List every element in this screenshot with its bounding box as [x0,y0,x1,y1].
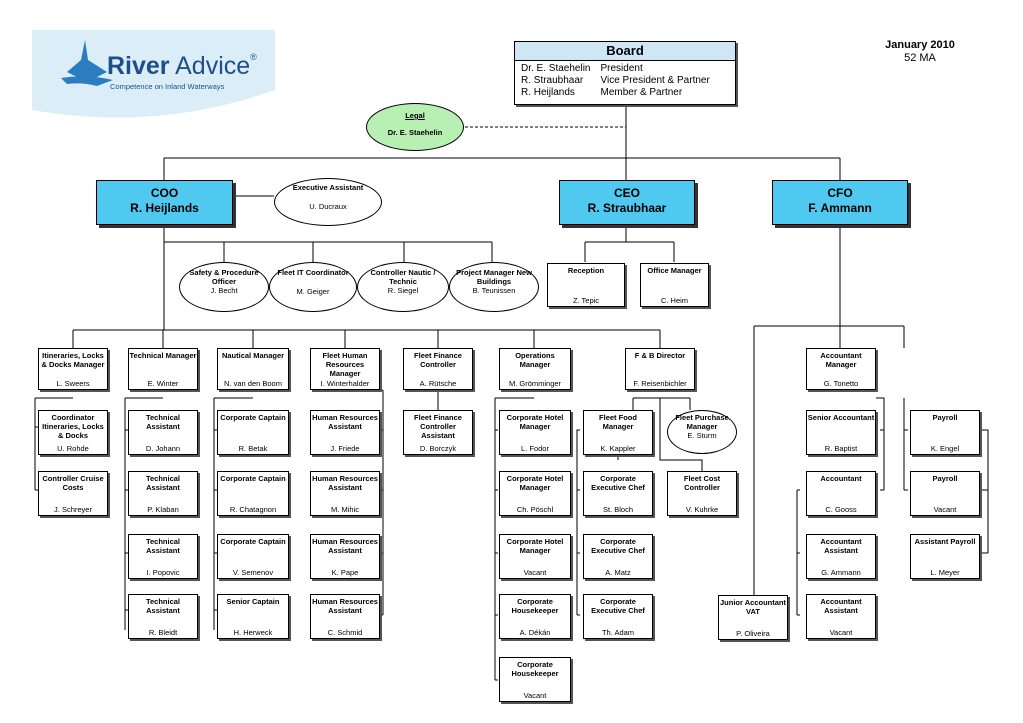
date-label: January 2010 52 MA [885,39,955,64]
river-advice-logo: River Advice® Competence on Inland Water… [27,30,282,122]
logo-tagline: Competence on Inland Waterways [110,82,225,91]
river-advice-logo-graphic [32,30,275,118]
legal-ellipse: Legal Dr. E. Staehelin [366,103,464,151]
board-title: Board [515,42,735,61]
logo-wordmark: River Advice® [107,52,257,80]
